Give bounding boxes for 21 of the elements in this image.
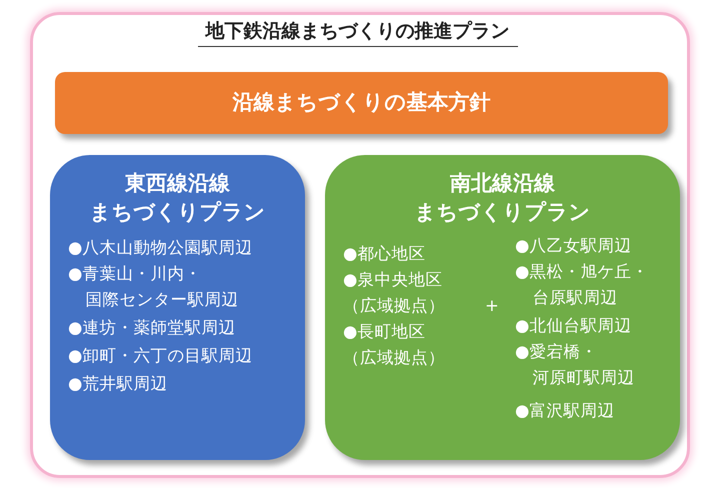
bullet-item: ●都心地区 <box>343 243 426 265</box>
bullet-item: ●八乙女駅周辺 <box>515 235 632 257</box>
bullet-item: ●富沢駅周辺 <box>515 400 614 422</box>
bullet-item: ●北仙台駅周辺 <box>515 315 632 337</box>
title: 地下鉄沿線まちづくりの推進プラン <box>198 20 518 47</box>
banner-heading: 沿線まちづくりの基本方針 <box>231 89 492 116</box>
bullet-item: ●愛宕橋・河原町駅周辺 <box>515 341 634 389</box>
panel-heading: 東西線沿線まちづくりプラン <box>88 170 266 226</box>
bullet-item: ●長町地区（広域拠点） <box>343 321 445 369</box>
plan-panel <box>325 155 680 460</box>
bullet-item: ●卸町・六丁の目駅周辺 <box>68 345 252 367</box>
plus-sign: + <box>485 295 499 317</box>
panel-heading: 南北線沿線まちづくりプラン <box>414 170 592 226</box>
bullet-item: ●八木山動物公園駅周辺 <box>68 237 252 259</box>
plan-panel <box>50 155 305 460</box>
bullet-item: ●泉中央地区（広域拠点） <box>343 269 445 317</box>
bullet-item: ●連坊・薬師堂駅周辺 <box>68 317 236 339</box>
policy-banner <box>55 72 668 134</box>
bullet-item: ●荒井駅周辺 <box>68 373 168 395</box>
bullet-item: ●黒松・旭ケ丘・台原駅周辺 <box>515 261 648 309</box>
bullet-item: ●青葉山・川内・国際センター駅周辺 <box>68 263 238 311</box>
